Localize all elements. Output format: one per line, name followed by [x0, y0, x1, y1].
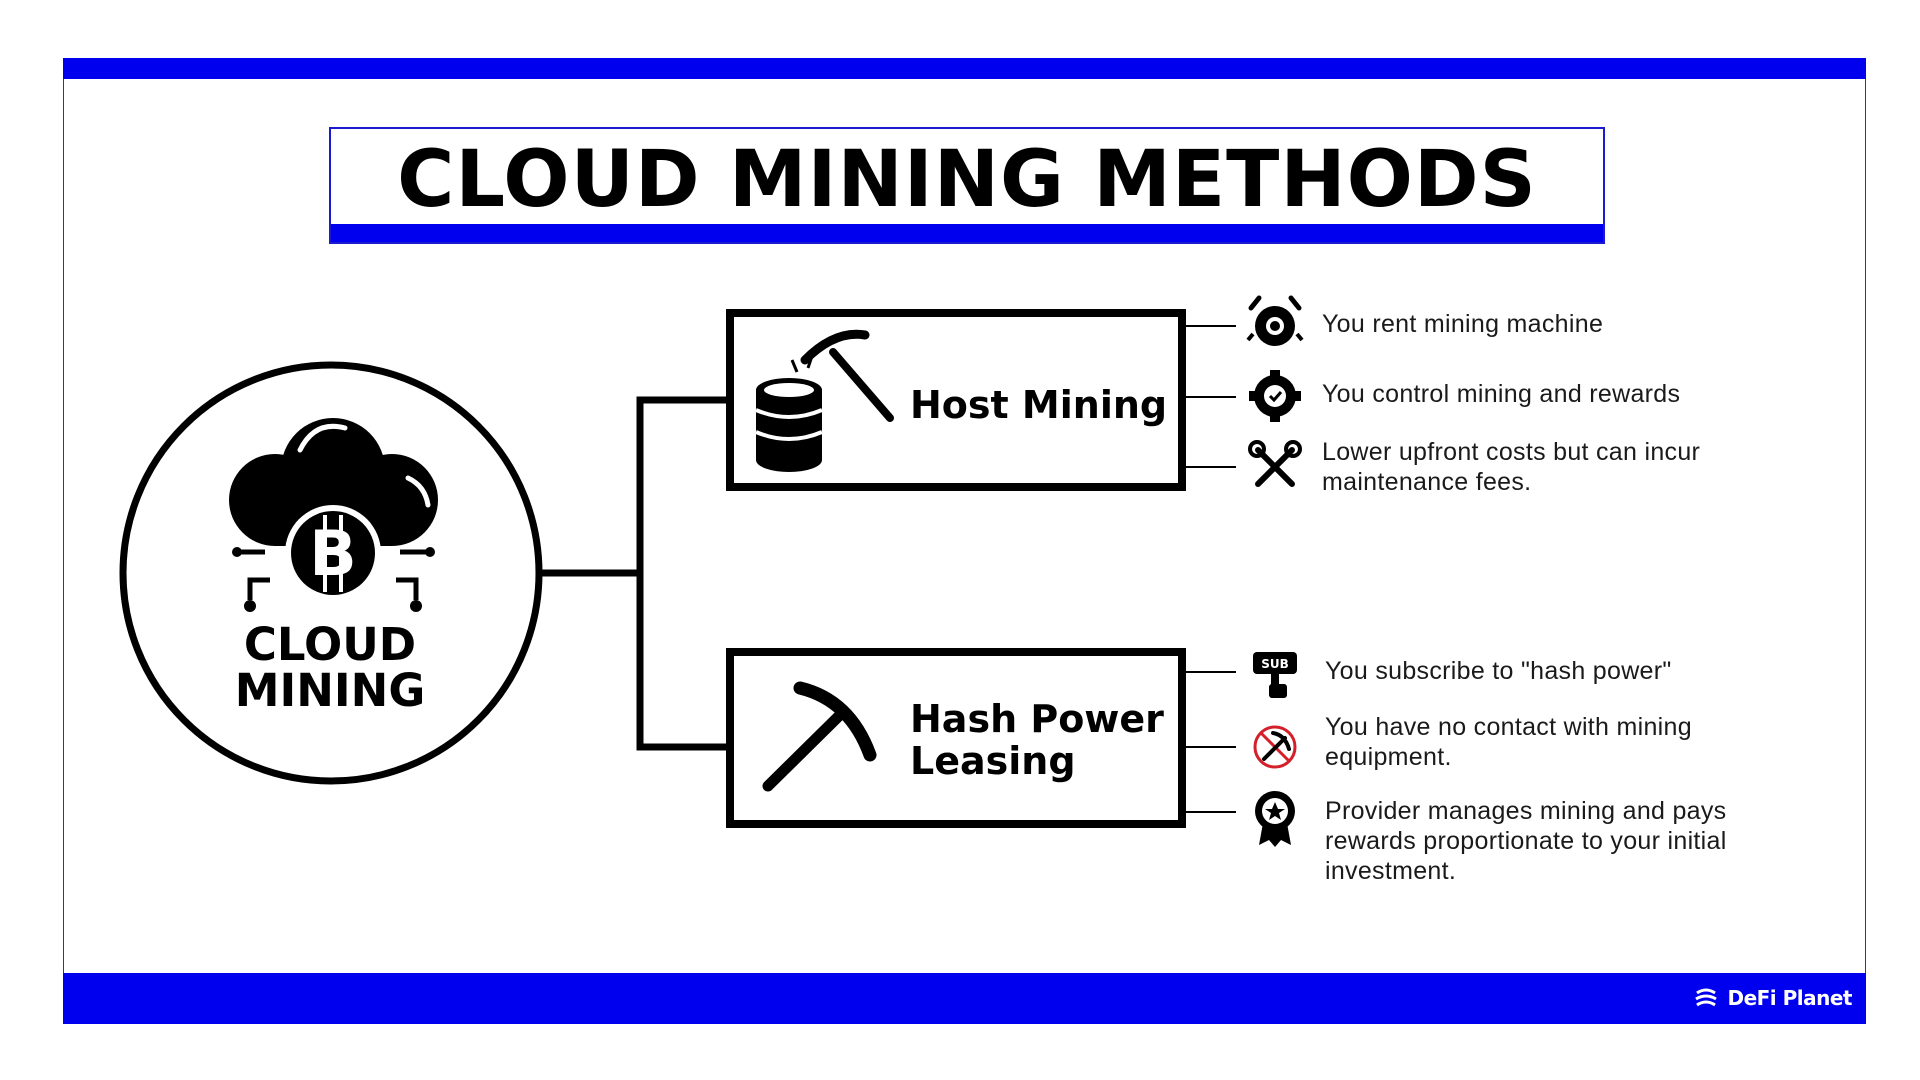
brand-name: DeFi Planet [1727, 986, 1852, 1010]
pickaxe-icon [762, 681, 877, 792]
subscribe-icon: SUB [1253, 652, 1297, 698]
tools-icon [1248, 440, 1302, 487]
item-provider-manages: Provider manages mining and pays rewards… [1325, 797, 1727, 885]
top-accent-bar [63, 58, 1866, 79]
svg-text:SUB: SUB [1261, 657, 1289, 671]
hash-power-leasing-label: Hash Power Leasing [910, 697, 1164, 783]
item-rent-machine: You rent mining machine [1322, 310, 1604, 338]
item-no-contact: You have no contact with mining equipmen… [1325, 713, 1692, 771]
brand-logo: DeFi Planet [1693, 985, 1852, 1011]
mining-barrel-pickaxe-icon [755, 329, 894, 472]
hash-power-box [726, 648, 1186, 828]
no-pickaxe-icon [1253, 725, 1297, 769]
planet-logo-icon [1695, 988, 1718, 1007]
gear-wrench-icon [1246, 295, 1304, 346]
title-box: CLOUD MINING METHODS [329, 127, 1605, 244]
center-label-line1: CLOUD [243, 618, 417, 671]
item-subscribe-hash: You subscribe to "hash power" [1325, 657, 1672, 685]
page-title: CLOUD MINING METHODS [397, 135, 1537, 225]
host-mining-label: Host Mining [910, 383, 1168, 427]
title-underline [331, 224, 1603, 242]
gear-check-icon [1249, 370, 1301, 422]
item-lower-costs: Lower upfront costs but can incur mainte… [1322, 438, 1701, 496]
cloud-bitcoin-icon: B [229, 418, 438, 612]
item-control-rewards: You control mining and rewards [1322, 380, 1681, 408]
bottom-accent-bar [63, 973, 1866, 1024]
award-badge-icon [1255, 791, 1295, 847]
branch-bracket [636, 396, 730, 751]
center-label-line2: MINING [234, 664, 426, 717]
svg-text:B: B [309, 517, 356, 590]
center-label: CLOUD MINING [190, 622, 470, 714]
